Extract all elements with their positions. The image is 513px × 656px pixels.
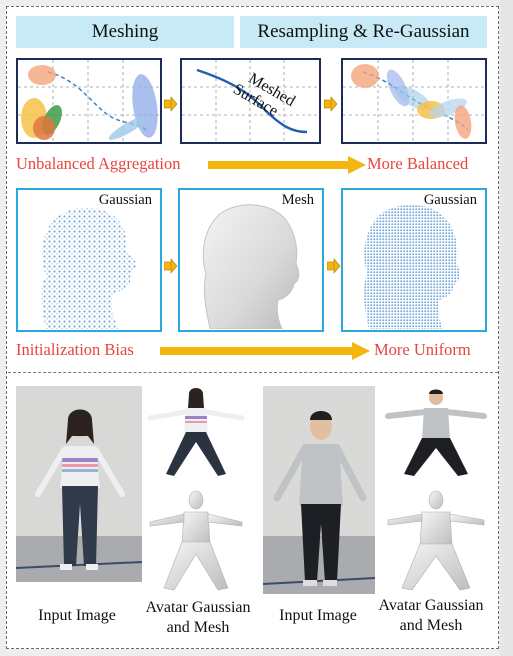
avatar-gaussian-man [384,386,488,478]
row1-long-arrow [208,156,366,174]
caption-avatar-1: Avatar Gaussian and Mesh [136,598,260,638]
header-meshing: Meshing [16,16,234,48]
row1-arrow-2 [324,96,338,112]
panel3-gaussian-label: Gaussian [423,192,477,208]
row1-panel-balanced [341,58,487,144]
caption-avatar-1-line2: and Mesh [166,619,230,636]
panel2-mesh-label: Mesh [281,192,314,208]
gaussian-head-initial [41,207,137,329]
row1-panel-unbalanced [16,58,162,144]
panel1-gaussian-label: Gaussian [98,192,152,208]
caption-avatar-2-line2: and Mesh [399,617,463,634]
section-divider [8,372,498,373]
man-avatar-mesh [387,490,485,591]
header-resampling-label: Resampling & Re-Gaussian [257,21,470,42]
row2-panel-gaussian-initial: Gaussian [16,188,162,332]
page-margin [500,0,513,656]
man-figure [263,386,375,594]
initialization-bias-text: Initialization Bias [16,340,134,359]
mesh-head [202,204,300,329]
caption-avatar-2-line1: Avatar Gaussian [378,597,484,614]
caption-avatar-2: Avatar Gaussian and Mesh [368,596,494,636]
caption-avatar-1-line1: Avatar Gaussian [145,599,251,616]
avatar-mesh-woman [146,488,246,592]
balanced-gaussians-diagram [343,60,485,142]
caption-input-image-2: Input Image [279,607,357,624]
input-photo-woman [16,386,142,582]
woman-avatar-gaussian [147,388,245,476]
row2-long-arrow [160,342,370,360]
meshed-surface-diagram [182,60,319,142]
row1-arrow-1 [164,96,178,112]
input-photo-man [263,386,375,594]
woman-avatar-mesh [149,490,243,591]
avatar-mesh-man [384,488,488,592]
man-avatar-gaussian [385,389,487,476]
more-balanced-text: More Balanced [367,154,469,173]
header-meshing-label: Meshing [91,21,159,42]
row2-arrow-2 [327,258,341,274]
more-uniform-text: More Uniform [374,340,471,359]
unbalanced-gaussians-diagram [18,60,160,142]
row1-panel-meshed-surface: Meshed Surface [180,58,321,144]
gaussian-head-resampled [363,204,460,329]
row2-arrow-1 [164,258,178,274]
avatar-gaussian-woman [146,386,246,478]
woman-figure [16,386,142,582]
row2-panel-mesh: Mesh [178,188,324,332]
row2-panel-gaussian-resampled: Gaussian [341,188,487,332]
header-resampling: Resampling & Re-Gaussian [240,16,487,48]
unbalanced-aggregation-text: Unbalanced Aggregation [16,154,181,173]
caption-input-image-1: Input Image [38,607,116,624]
